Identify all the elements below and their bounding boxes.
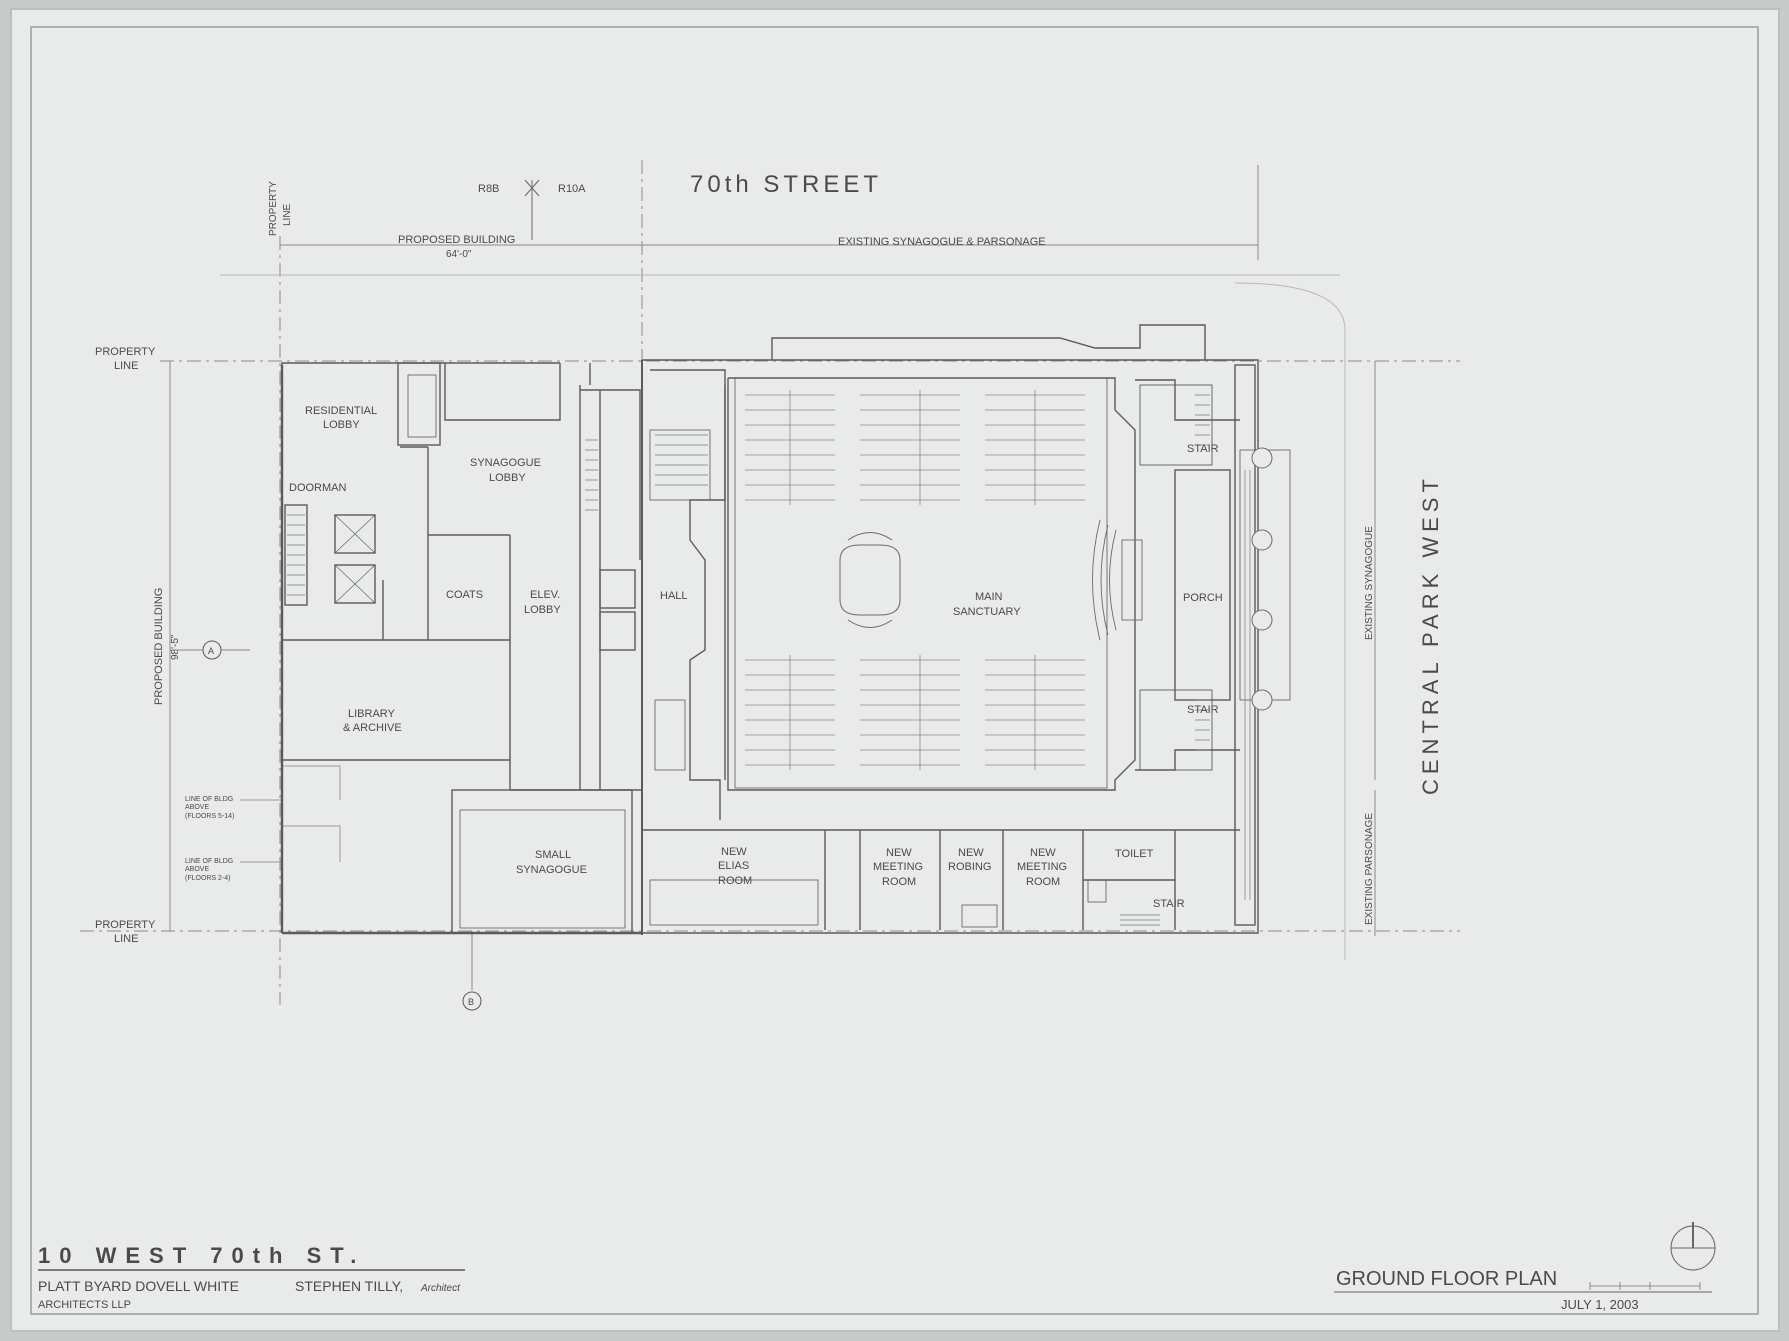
room-stair-lower: STAIR	[1187, 704, 1219, 716]
bldg-note-upper-1: LINE OF BLDG	[185, 796, 233, 803]
bldg-note-lower-3: (FLOORS 2-4)	[185, 875, 231, 882]
property-line-bottom-1: PROPERTY	[95, 919, 156, 931]
room-residential-lobby-1: RESIDENTIAL	[305, 405, 377, 417]
room-main-sanctuary-1: MAIN	[975, 591, 1003, 603]
grid-marker-b-label: B	[468, 997, 474, 1007]
proposed-depth-value: 98'-5"	[170, 634, 181, 660]
room-library-2: & ARCHIVE	[343, 722, 402, 734]
bldg-line-leaders	[240, 765, 341, 863]
room-elev-lobby-2: LOBBY	[524, 604, 561, 616]
room-synagogue-lobby-2: LOBBY	[489, 472, 526, 484]
bldg-note-lower-2: ABOVE	[185, 866, 209, 873]
room-toilet: TOILET	[1115, 848, 1154, 860]
proposed-width-value: 64'-0"	[446, 249, 472, 260]
grid-marker-a: A	[170, 640, 250, 660]
room-doorman: DOORMAN	[289, 482, 347, 494]
zoning-divider-icon	[524, 179, 540, 240]
firm-name: PLATT BYARD DOVELL WHITE	[38, 1278, 239, 1294]
zoning-left: R8B	[478, 183, 499, 195]
property-line-bottom-2: LINE	[114, 933, 138, 945]
room-stair-bottom: STAIR	[1153, 898, 1185, 910]
room-new-meeting-b-2: MEETING	[1017, 861, 1067, 873]
property-line-left-1: PROPERTY	[95, 346, 156, 358]
room-new-elias-2: ELIAS	[718, 860, 749, 872]
room-new-meeting-b-3: ROOM	[1026, 876, 1060, 888]
room-synagogue-lobby-1: SYNAGOGUE	[470, 457, 541, 469]
ark-steps	[1092, 519, 1143, 641]
paper-sheet	[10, 8, 1780, 1332]
grid-marker-b: B	[462, 991, 482, 1011]
proposed-width-label: PROPOSED BUILDING	[398, 234, 515, 246]
room-stair-upper: STAIR	[1187, 443, 1219, 455]
room-hall: HALL	[660, 590, 688, 602]
room-new-meeting-a-2: MEETING	[873, 861, 923, 873]
room-library-1: LIBRARY	[348, 708, 396, 720]
bldg-note-upper-2: ABOVE	[185, 804, 209, 811]
north-arrow-icon	[1670, 1222, 1716, 1271]
firm-name-suffix: ARCHITECTS LLP	[38, 1299, 131, 1311]
grid-marker-a-label: A	[208, 646, 214, 656]
scale-bar	[1589, 1282, 1701, 1290]
plan-walls	[280, 324, 1291, 935]
room-new-meeting-a-1: NEW	[886, 847, 912, 859]
plan-date: JULY 1, 2003	[1561, 1297, 1639, 1312]
bimah-platform	[839, 532, 901, 628]
room-main-sanctuary-2: SANCTUARY	[953, 606, 1021, 618]
room-porch: PORCH	[1183, 592, 1223, 604]
street-east-label: CENTRAL PARK WEST	[1418, 474, 1443, 795]
project-address: 10 WEST 70th ST.	[38, 1243, 365, 1268]
existing-buildings-label: EXISTING SYNAGOGUE & PARSONAGE	[838, 236, 1046, 248]
stair-treads	[287, 394, 1251, 926]
sheet-border	[30, 26, 1759, 1315]
property-line-top-2: LINE	[282, 203, 293, 226]
room-new-meeting-b-1: NEW	[1030, 847, 1056, 859]
dimension-lines	[80, 160, 1460, 1005]
street-north-label: 70th STREET	[690, 171, 882, 198]
bldg-note-lower-1: LINE OF BLDG	[185, 858, 233, 865]
room-small-synagogue-1: SMALL	[535, 849, 571, 861]
room-new-elias-1: NEW	[721, 846, 747, 858]
plan-title: GROUND FLOOR PLAN	[1336, 1268, 1557, 1290]
room-residential-lobby-2: LOBBY	[323, 419, 360, 431]
architect-name: STEPHEN TILLY,	[295, 1278, 403, 1294]
room-new-robing-1: NEW	[958, 847, 984, 859]
porch-columns	[1251, 447, 1273, 711]
existing-parsonage-dim: EXISTING PARSONAGE	[1364, 813, 1375, 925]
room-new-meeting-a-3: ROOM	[882, 876, 916, 888]
room-coats: COATS	[446, 589, 483, 601]
room-small-synagogue-2: SYNAGOGUE	[516, 864, 587, 876]
room-new-elias-3: ROOM	[718, 875, 752, 887]
proposed-depth-label: PROPOSED BUILDING	[153, 588, 165, 705]
room-new-robing-2: ROBING	[948, 861, 991, 873]
room-elev-lobby-1: ELEV.	[530, 589, 560, 601]
existing-synagogue-dim: EXISTING SYNAGOGUE	[1364, 526, 1375, 640]
property-line-top-1: PROPERTY	[268, 181, 279, 236]
property-line-left-2: LINE	[114, 360, 138, 372]
architect-role: Architect	[420, 1283, 461, 1294]
sanctuary-pews	[745, 390, 1085, 770]
bldg-note-upper-3: (FLOORS 5-14)	[185, 813, 234, 820]
zoning-right: R10A	[558, 183, 586, 195]
